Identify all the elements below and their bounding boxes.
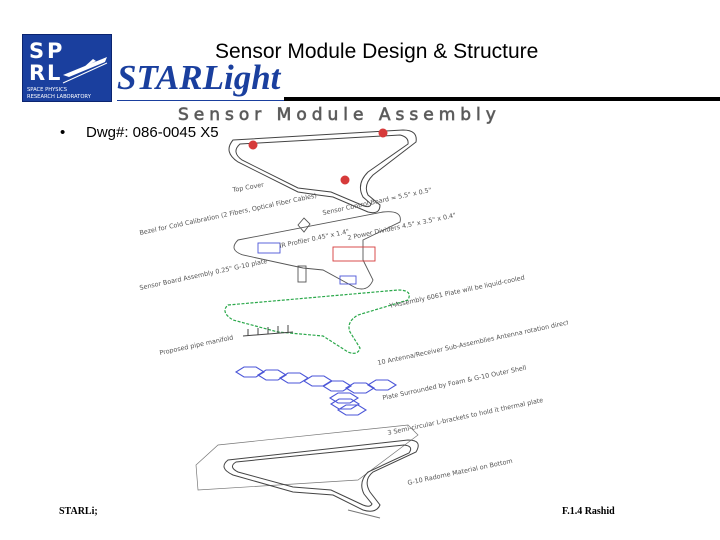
marker-red-icon: [340, 175, 350, 185]
footer-left: STARLi;: [59, 506, 98, 517]
header-rule: [284, 97, 720, 101]
sensor-board-plate: [233, 211, 401, 290]
callouts: Top Cover Bezel for Cold Calibration (2 …: [139, 181, 568, 487]
page-title: Sensor Module Design & Structure: [215, 40, 539, 63]
bottom-frame: [195, 424, 419, 519]
pipe-manifold: [242, 325, 294, 337]
footer-right: F.1.4 Rashid: [562, 506, 615, 517]
logo-letter-r: R: [29, 61, 45, 85]
callout-antenna: 10 Antenna/Receiver Sub-Assemblies Anten…: [377, 316, 568, 367]
callout-pipe-manifold: Proposed pipe manifold: [159, 333, 234, 356]
top-cover: [228, 128, 417, 214]
logo-letter-s: S: [29, 39, 44, 63]
callout-top-cover: Top Cover: [231, 181, 265, 195]
sprl-logo-graphic: S P R L SPACE PHYSICS RESEARCH LABORATOR…: [23, 35, 111, 101]
callout-radome: G-10 Radome Material on Bottom: [407, 457, 514, 487]
drawing-number: Dwg#: 086-0045 X5: [86, 124, 219, 141]
logo-caption-2: RESEARCH LABORATORY: [27, 94, 92, 100]
logo-caption-1: SPACE PHYSICS: [27, 87, 67, 93]
drawing-heading: Sensor Module Assembly: [178, 105, 501, 125]
logo-letter-l: L: [47, 61, 60, 85]
logo-shuttle-icon: [63, 57, 107, 77]
callout-sensor-control: Sensor Control Board = 5.5" x 0.5": [322, 186, 433, 217]
callout-plate: Plate Surrounded by Foam & G-10 Outer Sh…: [382, 364, 527, 402]
callout-sensor-board: Sensor Board Assembly 0.25" G-10 plate: [139, 257, 268, 292]
callout-brackets: 3 Semi-circular L-brackets to hold it th…: [387, 396, 544, 437]
brand-name: STARLight: [117, 58, 281, 97]
header-rule-thin: [117, 100, 284, 101]
callout-y-assembly: Y-Assembly 6061 Plate will be liquid-coo…: [388, 273, 526, 310]
antenna-array: [234, 366, 398, 416]
sprl-logo: S P R L SPACE PHYSICS RESEARCH LABORATOR…: [22, 34, 112, 102]
logo-letter-p: P: [47, 39, 62, 63]
assembly-drawing: Sensor Module Assembly: [139, 105, 568, 519]
y-assembly-plate: [224, 289, 410, 354]
marker-red-icon: [378, 128, 388, 138]
marker-red-icon: [248, 140, 258, 150]
bullet-marker: •: [60, 124, 66, 141]
bullet-item: • Dwg#: 086-0045 X5: [60, 124, 219, 141]
